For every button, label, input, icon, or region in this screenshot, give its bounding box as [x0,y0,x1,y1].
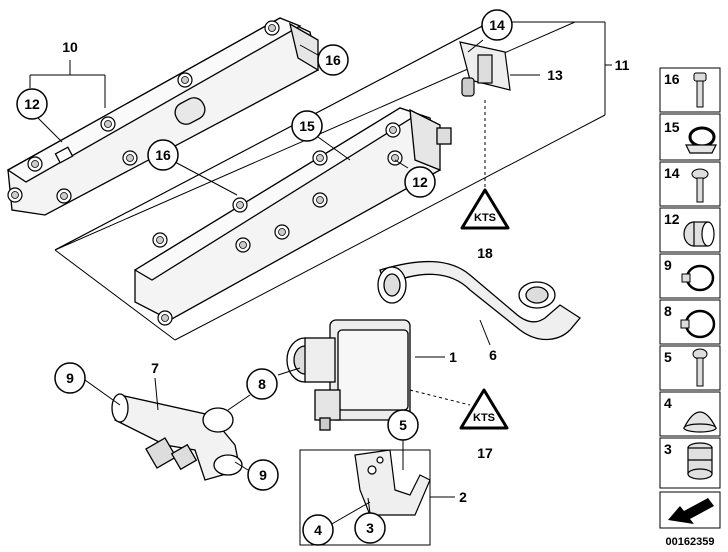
legend-item-14: 14 [659,161,721,207]
svg-text:12: 12 [412,174,428,190]
plain-labels: 10 11 13 18 1 6 7 17 2 [62,39,629,505]
svg-text:3: 3 [366,520,374,536]
svg-text:8: 8 [258,376,266,392]
label-11: 11 [615,57,630,73]
svg-text:12: 12 [664,211,680,227]
bolt-icon [693,72,707,108]
legend-item-12: 12 [659,207,721,253]
svg-text:12: 12 [24,96,40,112]
legend-item-9: 9 [659,253,721,299]
arrow-icon [668,498,714,524]
mounting-bracket [354,449,431,516]
legend-item-3: 3 [659,437,721,489]
throttle-body [286,319,411,431]
warning-symbol-17: KTS [459,388,509,430]
svg-text:4: 4 [314,522,322,538]
callout-14: 14 [481,9,513,41]
rubber-mount-icon [687,442,713,480]
legend-item-15: 15 [659,113,721,161]
callout-12: 12 [16,88,48,120]
svg-text:14: 14 [489,17,505,33]
warning-symbol-18: KTS [460,188,510,230]
svg-text:9: 9 [664,257,672,273]
svg-text:9: 9 [259,467,267,483]
hose-clamp-icon [680,309,716,339]
lower-fuel-rail [133,107,452,326]
upper-fuel-rail [6,17,319,216]
legend-item-4: 4 [659,391,721,437]
svg-text:5: 5 [399,417,407,433]
pressure-sensor [459,41,511,97]
rubber-mount-icon [683,411,717,433]
warning-symbol-text: KTS [474,212,496,224]
label-10: 10 [62,39,78,55]
intake-hose [377,260,581,341]
callout-5: 5 [387,409,419,441]
callout-15: 15 [291,110,323,142]
t-pipe [111,393,243,481]
svg-text:5: 5 [664,349,672,365]
svg-text:8: 8 [664,303,672,319]
svg-text:16: 16 [325,52,341,68]
callout-12: 12 [404,166,436,198]
svg-text:14: 14 [664,165,680,181]
legend-item-16: 16 [659,67,721,113]
warning-symbol-text: KTS [473,412,495,424]
hose-clamp-icon [681,264,715,292]
svg-text:15: 15 [664,119,680,135]
callout-3: 3 [354,512,386,544]
callout-16: 16 [147,139,179,171]
svg-text:16: 16 [664,71,680,87]
legend-item-8: 8 [659,299,721,345]
svg-text:4: 4 [664,395,672,411]
label-18: 18 [477,245,493,261]
label-7: 7 [151,360,159,376]
screw-icon [691,168,709,203]
svg-text:16: 16 [155,147,171,163]
callout-4: 4 [302,514,334,546]
grommet-icon [683,221,715,247]
legend-item-5: 5 [659,345,721,391]
label-2: 2 [459,489,467,505]
callout-16: 16 [317,44,349,76]
callout-8: 8 [246,368,278,400]
label-1: 1 [449,349,457,365]
bolt-icon [692,348,708,387]
callout-9: 9 [247,459,279,491]
label-13: 13 [547,67,563,83]
callout-markers: 12 16 14 15 16 12 9 8 [16,9,513,546]
callout-9: 9 [54,362,86,394]
legend-panel: 16 15 14 12 [659,67,721,548]
svg-text:9: 9 [66,370,74,386]
clamp-icon [685,126,717,154]
svg-text:3: 3 [664,441,672,457]
leader-lines [29,39,540,526]
svg-text:15: 15 [299,118,315,134]
orientation-arrow-box [659,491,721,529]
diagram-number: 00162359 [666,536,715,548]
label-17: 17 [477,445,493,461]
label-6: 6 [489,347,497,363]
